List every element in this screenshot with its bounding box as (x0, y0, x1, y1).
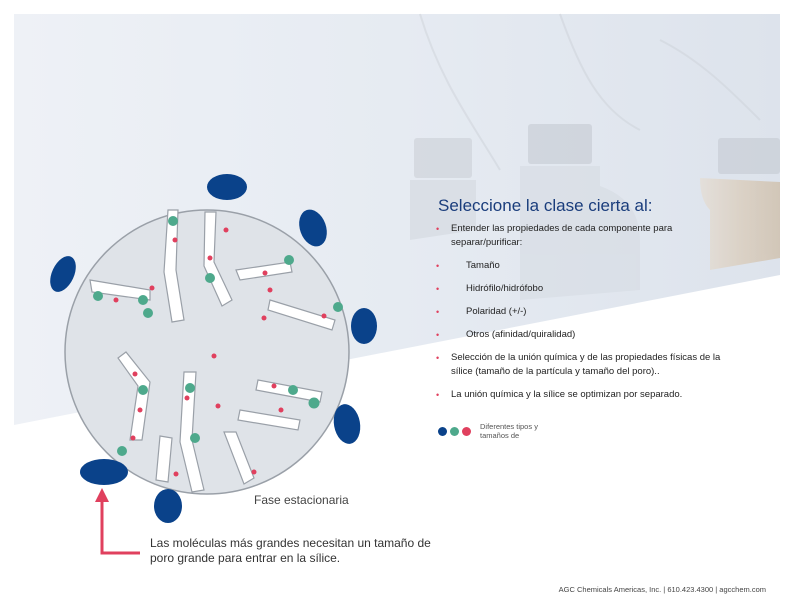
callout-arrow (95, 488, 140, 555)
large-molecule (207, 174, 247, 200)
legend: Diferentes tipos y tamaños de (438, 422, 540, 440)
small-molecule (184, 395, 190, 401)
small-molecule-icon (462, 427, 471, 436)
medium-molecule (138, 295, 148, 305)
large-molecule (333, 404, 361, 444)
small-molecule (271, 383, 277, 389)
bullet-list: Entender las propiedades de cada compone… (436, 222, 736, 411)
large-molecule (299, 209, 327, 247)
medium-molecule (93, 291, 103, 301)
small-molecule (207, 255, 213, 261)
bullet-item-size: Tamaño (436, 259, 736, 273)
medium-molecule (117, 446, 127, 456)
pore-channels (89, 209, 336, 493)
small-molecule (137, 407, 143, 413)
small-molecule (132, 371, 138, 377)
medium-molecule (185, 383, 195, 393)
small-molecule (262, 270, 268, 276)
pore-channel (267, 299, 336, 331)
legend-label: Diferentes tipos y tamaños de (480, 422, 538, 440)
medium-molecule (138, 385, 148, 395)
large-molecule (50, 256, 76, 292)
pore-channel (155, 435, 173, 483)
small-molecule (172, 237, 178, 243)
small-molecule (211, 353, 217, 359)
large-molecule (351, 308, 377, 344)
medium-molecule (143, 308, 153, 318)
medium-molecules (93, 216, 343, 456)
small-molecule (261, 315, 267, 321)
bullet-item-other: Otros (afinidad/quiralidad) (436, 328, 736, 342)
stationary-phase-label: Fase estacionaria (254, 493, 349, 507)
small-molecule (113, 297, 119, 303)
small-molecule (251, 469, 257, 475)
medium-molecule (288, 385, 298, 395)
small-molecule (223, 227, 229, 233)
small-molecule (267, 287, 273, 293)
pore-channel (89, 279, 151, 301)
pore-channel (163, 209, 185, 323)
large-molecule-icon (438, 427, 447, 436)
bullet-item-hydrophilic: Hidrófilo/hidrófobo (436, 282, 736, 296)
small-molecule (173, 471, 179, 477)
medium-molecule (205, 273, 215, 283)
pore-channel (179, 371, 205, 493)
bullet-item: La unión química y la sílice se optimiza… (436, 388, 736, 402)
footer-contact: AGC Chemicals Americas, Inc. | 610.423.4… (558, 585, 766, 594)
bullet-item-polarity: Polaridad (+/-) (436, 305, 736, 319)
medium-molecule (284, 255, 294, 265)
medium-molecule-icon (450, 427, 459, 436)
section-heading: Seleccione la clase cierta al: (438, 196, 653, 215)
medium-molecule (190, 433, 200, 443)
medium-molecule (308, 397, 320, 409)
caption: Las moléculas más grandes necesitan un t… (150, 536, 431, 565)
silica-particle (64, 209, 350, 495)
medium-molecule (168, 216, 178, 226)
pore-channel (203, 211, 233, 307)
large-molecules (50, 174, 377, 523)
pore-channel (223, 431, 255, 485)
large-molecule (80, 459, 128, 485)
bullet-item: Selección de la unión química y de las p… (436, 351, 736, 379)
small-molecule (278, 407, 284, 413)
small-molecule (130, 435, 136, 441)
pore-channel (237, 409, 301, 431)
small-molecule (149, 285, 155, 291)
small-molecule (321, 313, 327, 319)
pore-channel (117, 351, 151, 441)
small-molecules (113, 227, 327, 477)
small-molecule (215, 403, 221, 409)
medium-molecule (333, 302, 343, 312)
bullet-item: Entender las propiedades de cada compone… (436, 222, 736, 250)
arrowhead-up-icon (95, 488, 109, 502)
large-molecule (154, 489, 182, 523)
